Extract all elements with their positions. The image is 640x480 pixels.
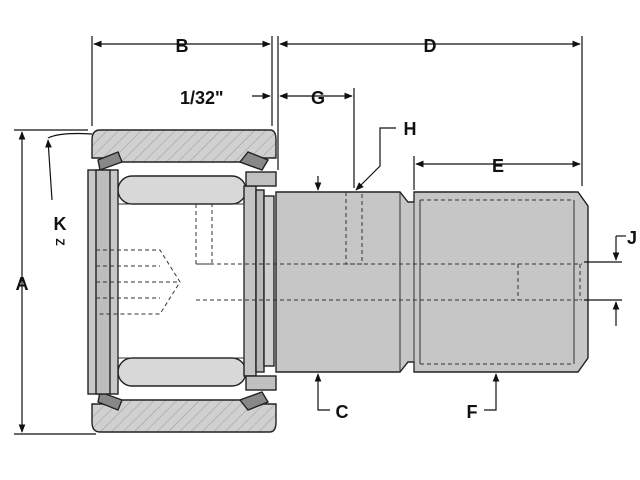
roller-top xyxy=(117,175,247,205)
label-b: B xyxy=(176,36,189,56)
label-a: A xyxy=(16,274,29,294)
label-c: C xyxy=(336,402,349,422)
label-clearance: 1/32" xyxy=(180,88,224,108)
outer-ring xyxy=(91,129,277,433)
label-e: E xyxy=(492,156,504,176)
stud-shank xyxy=(196,191,589,373)
stud-head xyxy=(87,169,277,395)
label-k: K xyxy=(54,214,67,234)
dimension-lines xyxy=(14,36,626,435)
label-g: G xyxy=(311,88,325,108)
roller-bottom xyxy=(117,357,247,387)
needle-rollers xyxy=(117,175,247,387)
label-j: J xyxy=(627,228,637,248)
label-z: Z xyxy=(53,238,67,245)
label-f: F xyxy=(467,402,478,422)
label-h: H xyxy=(404,119,417,139)
label-d: D xyxy=(424,36,437,56)
